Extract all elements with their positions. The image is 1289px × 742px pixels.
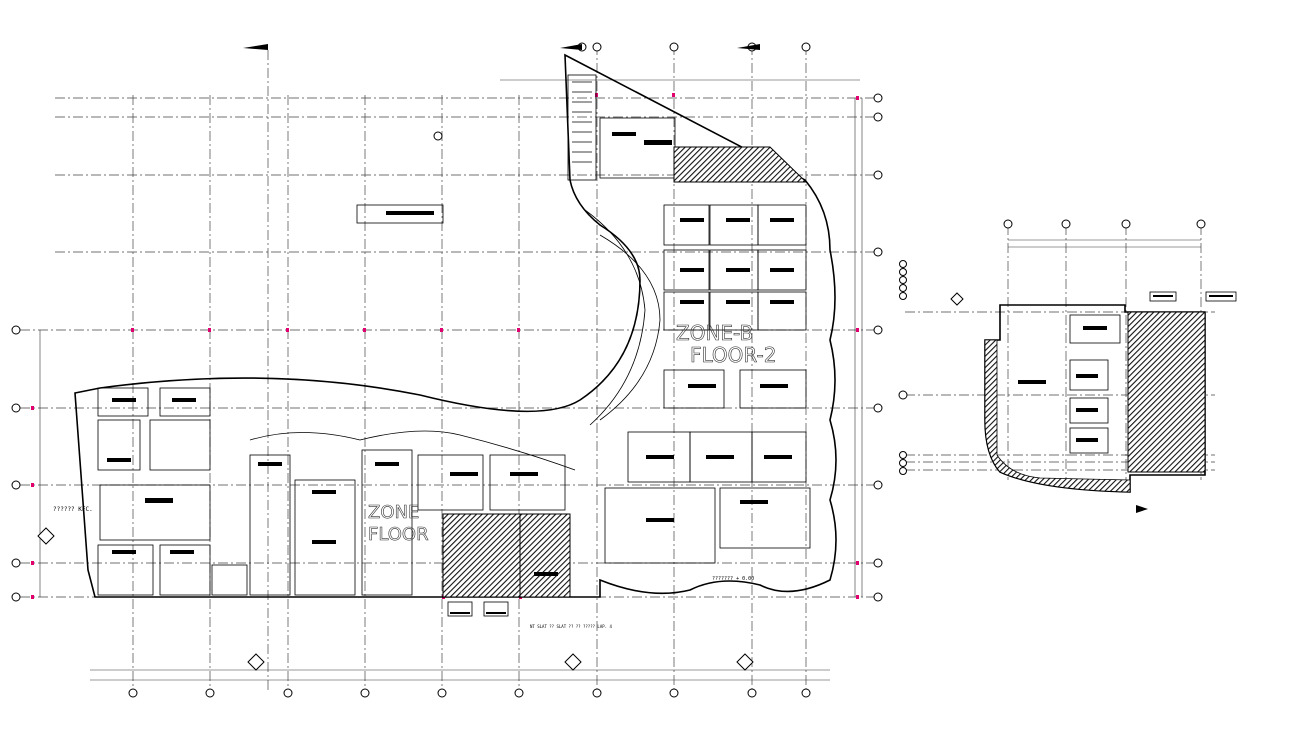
legend-box — [356, 204, 444, 224]
floor-label-secondary: FLOOR — [368, 524, 429, 545]
stair-treads — [572, 81, 592, 163]
note-left: ?????? KFC. — [53, 506, 93, 513]
tag-plaque — [483, 601, 509, 617]
building-outline — [74, 53, 837, 598]
side-plan — [898, 219, 1237, 513]
tag-plaque — [447, 601, 473, 617]
floor-label: FLOOR-2 — [690, 343, 776, 367]
room-tags — [107, 132, 794, 576]
section-note: NT SLAT ?? SLAT ?? ?? ????? LAP. 4 — [530, 624, 612, 629]
hatched-areas — [442, 146, 808, 598]
zone-label: ZONE-B — [676, 321, 753, 345]
section-markers — [37, 44, 760, 671]
tower-rooms — [599, 117, 811, 564]
level-note: ??????? + 0.00 — [712, 576, 754, 582]
zone-labels: ZONE-B FLOOR-2 ZONE FLOOR — [368, 321, 777, 546]
grid-bubbles — [11, 42, 883, 698]
dimension-lines — [39, 79, 863, 681]
left-wing-rooms — [97, 387, 566, 596]
zone-label-secondary: ZONE — [368, 502, 419, 523]
